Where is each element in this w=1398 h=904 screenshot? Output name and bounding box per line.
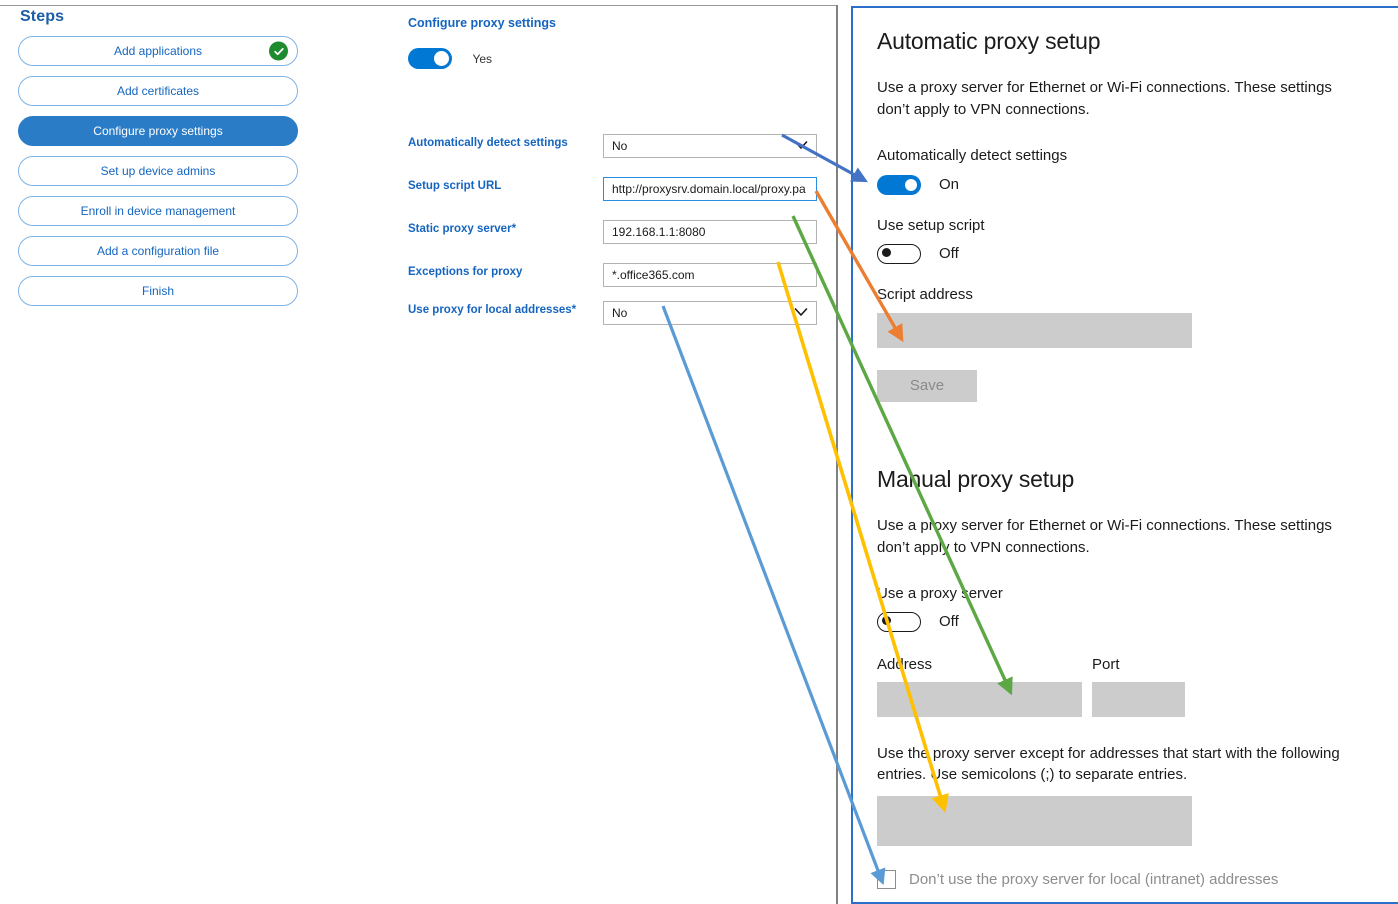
toggle-knob — [882, 616, 891, 625]
check-icon — [269, 41, 288, 61]
input-value: http://proxysrv.domain.local/proxy.pa — [612, 182, 806, 196]
vertical-divider — [836, 5, 838, 904]
step-button-enroll-in-device-management[interactable]: Enroll in device management — [18, 196, 298, 226]
input-value: *.office365.com — [612, 268, 695, 282]
exceptions-for-proxy-input[interactable]: *.office365.com — [603, 263, 817, 287]
field-label: Static proxy server* — [408, 223, 517, 235]
setup-script-url-input[interactable]: http://proxysrv.domain.local/proxy.pa — [603, 177, 817, 201]
address-label: Address — [877, 655, 933, 673]
use-setup-script-label: Use setup script — [877, 216, 985, 234]
use-setup-script-state: Off — [939, 245, 959, 262]
static-proxy-server-input[interactable]: 192.168.1.1:8080 — [603, 220, 817, 244]
address-port-row: Address Port — [877, 656, 1377, 717]
step-button-add-a-configuration-file[interactable]: Add a configuration file — [18, 236, 298, 266]
port-input[interactable] — [1092, 681, 1185, 717]
automatically-detect-settings-toggle-row: On — [877, 174, 1377, 195]
toggle-knob — [905, 178, 917, 191]
field-automatically-detect-settings: Automatically detect settings No — [408, 134, 828, 158]
toggle-knob — [434, 51, 449, 66]
configure-proxy-toggle-row: Yes — [408, 48, 828, 69]
use-a-proxy-server-toggle[interactable] — [877, 611, 921, 632]
windows-proxy-settings-panel: Automatic proxy setup Use a proxy server… — [851, 6, 1398, 904]
port-label: Port — [1092, 655, 1120, 673]
automatically-detect-settings-select[interactable]: No — [603, 134, 817, 158]
step-label: Add applications — [113, 44, 203, 58]
automatically-detect-settings-state: On — [939, 176, 960, 193]
chevron-down-icon — [794, 306, 808, 320]
manual-proxy-setup-description: Use a proxy server for Ethernet or Wi-Fi… — [877, 517, 1332, 556]
port-group: Port — [1092, 656, 1232, 717]
step-button-add-applications[interactable]: Add applications — [18, 36, 298, 66]
exceptions-description: Use the proxy server except for addresse… — [877, 744, 1340, 784]
field-label: Exceptions for proxy — [408, 266, 523, 278]
save-button[interactable]: Save — [877, 369, 977, 402]
manual-proxy-setup-title: Manual proxy setup — [877, 466, 1075, 492]
step-button-set-up-device-admins[interactable]: Set up device admins — [18, 156, 298, 186]
field-static-proxy-server: Static proxy server* 192.168.1.1:8080 — [408, 220, 828, 244]
exceptions-input[interactable] — [877, 796, 1192, 846]
field-setup-script-url: Setup script URL http://proxysrv.domain.… — [408, 177, 828, 201]
toggle-knob — [882, 248, 891, 257]
configure-proxy-toggle-label: Yes — [472, 51, 493, 66]
steps-panel: Steps Add applications Add certificates … — [18, 8, 318, 316]
bypass-local-label: Don’t use the proxy server for local (in… — [909, 871, 1279, 888]
field-exceptions-for-proxy: Exceptions for proxy *.office365.com — [408, 263, 828, 287]
script-address-label: Script address — [877, 285, 973, 303]
step-label: Configure proxy settings — [93, 124, 223, 138]
field-label: Setup script URL — [408, 180, 502, 192]
bypass-local-checkbox[interactable] — [877, 870, 896, 889]
form-heading: Configure proxy settings — [408, 16, 556, 30]
step-button-add-certificates[interactable]: Add certificates — [18, 76, 298, 106]
use-a-proxy-server-label: Use a proxy server — [877, 584, 1003, 602]
step-label: Add certificates — [116, 84, 200, 98]
steps-title: Steps — [20, 8, 65, 25]
use-proxy-for-local-addresses-select[interactable]: No — [603, 301, 817, 325]
use-setup-script-toggle-row: Off — [877, 243, 1377, 264]
step-label: Finish — [141, 284, 174, 298]
field-label: Use proxy for local addresses* — [408, 304, 577, 316]
select-value: No — [612, 139, 628, 153]
automatically-detect-settings-label: Automatically detect settings — [877, 146, 1068, 164]
top-divider — [0, 5, 836, 6]
select-value: No — [612, 306, 628, 320]
bypass-local-row: Don’t use the proxy server for local (in… — [877, 870, 1377, 889]
automatic-proxy-setup-section: Automatic proxy setup Use a proxy server… — [877, 28, 1377, 402]
step-label: Set up device admins — [100, 164, 216, 178]
script-address-input[interactable] — [877, 312, 1192, 348]
address-input[interactable] — [877, 681, 1082, 717]
chevron-down-icon — [794, 139, 808, 153]
address-group: Address — [877, 656, 1092, 717]
automatically-detect-settings-toggle[interactable] — [877, 174, 921, 195]
step-label: Enroll in device management — [80, 204, 236, 218]
step-button-configure-proxy-settings[interactable]: Configure proxy settings — [18, 116, 298, 146]
use-a-proxy-server-state: Off — [939, 613, 959, 630]
arrow-local-addresses-mapping — [661, 305, 886, 886]
field-use-proxy-for-local-addresses: Use proxy for local addresses* No — [408, 301, 828, 325]
proxy-form-panel: Configure proxy settings Yes Automatical… — [408, 16, 828, 325]
use-a-proxy-server-toggle-row: Off — [877, 611, 1377, 632]
step-button-finish[interactable]: Finish — [18, 276, 298, 306]
configure-proxy-toggle[interactable] — [408, 48, 452, 69]
input-value: 192.168.1.1:8080 — [612, 225, 706, 239]
use-setup-script-toggle[interactable] — [877, 243, 921, 264]
automatic-proxy-setup-title: Automatic proxy setup — [877, 28, 1101, 54]
field-label: Automatically detect settings — [408, 137, 568, 149]
automatic-proxy-setup-description: Use a proxy server for Ethernet or Wi-Fi… — [877, 79, 1332, 118]
step-label: Add a configuration file — [96, 244, 220, 258]
manual-proxy-setup-section: Manual proxy setup Use a proxy server fo… — [877, 466, 1377, 889]
